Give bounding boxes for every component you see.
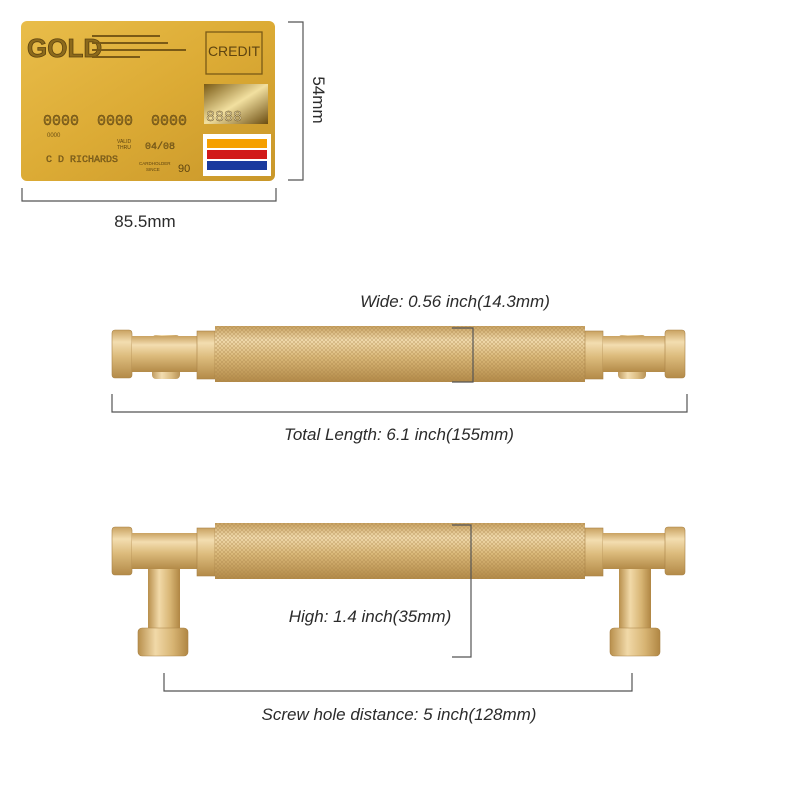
rod-right-2	[603, 533, 665, 569]
leg-left	[148, 562, 180, 630]
leg-right	[619, 562, 651, 630]
card-brand-text: GOLD	[27, 33, 102, 63]
total-length-dimension: Total Length: 6.1 inch(155mm)	[111, 394, 688, 444]
rod-left	[132, 336, 197, 372]
card-cardholder-label: CARDHOLDER	[139, 161, 171, 166]
handle-side-view	[111, 523, 686, 657]
total-length-label: Total Length: 6.1 inch(155mm)	[284, 425, 514, 444]
card-since-value: 90	[178, 163, 190, 175]
card-color-stripes	[203, 134, 271, 176]
card-expiry: 04/08	[145, 141, 175, 153]
card-since-label: SINCE	[146, 167, 160, 172]
foot-right	[609, 627, 661, 657]
endcap-left	[111, 329, 133, 379]
card-width-dimension: 85.5mm	[21, 188, 277, 231]
card-height-label: 54mm	[309, 76, 328, 123]
wide-dimension: Wide: 0.56 inch(14.3mm)	[360, 292, 550, 383]
card-width-label: 85.5mm	[114, 212, 175, 231]
rod-right	[603, 336, 665, 372]
card-valid-label: VALID	[117, 139, 131, 145]
credit-card-illustration: GOLD CREDIT 0000 0000 0000 8888 0000 VAL…	[21, 21, 275, 181]
collar-left-2	[196, 527, 216, 577]
credit-box	[205, 31, 263, 75]
high-label: High: 1.4 inch(35mm)	[289, 607, 452, 626]
stripe-blue	[207, 161, 267, 170]
card-number-group-2: 0000	[97, 113, 133, 130]
card-height-dimension: 54mm	[288, 21, 328, 181]
card-number-group-4: 8888	[206, 109, 242, 126]
hologram	[204, 84, 268, 124]
collar-right-2	[584, 527, 604, 577]
card-number-group-1: 0000	[43, 113, 79, 130]
collar-right	[584, 330, 604, 380]
high-dimension: High: 1.4 inch(35mm)	[289, 524, 472, 658]
rod-left-2	[132, 533, 197, 569]
screw-hole-label: Screw hole distance: 5 inch(128mm)	[262, 705, 537, 724]
handle-front-view	[111, 326, 686, 382]
card-number-group-3: 0000	[151, 113, 187, 130]
collar-left	[196, 330, 216, 380]
screw-hole-dimension: Screw hole distance: 5 inch(128mm)	[163, 673, 633, 724]
card-small-number: 0000	[47, 133, 61, 139]
card-holder-name: C D RICHARDS	[46, 155, 118, 166]
stripe-red	[207, 150, 267, 159]
wide-label: Wide: 0.56 inch(14.3mm)	[360, 292, 550, 311]
card-thru-label: THRU	[117, 145, 131, 151]
endcap-left-2	[111, 526, 133, 576]
endcap-right-2	[664, 526, 686, 576]
endcap-right	[664, 329, 686, 379]
card-brand-lines	[92, 35, 186, 58]
stripe-orange	[207, 139, 267, 148]
foot-left	[137, 627, 189, 657]
card-type-label: CREDIT	[208, 43, 261, 59]
